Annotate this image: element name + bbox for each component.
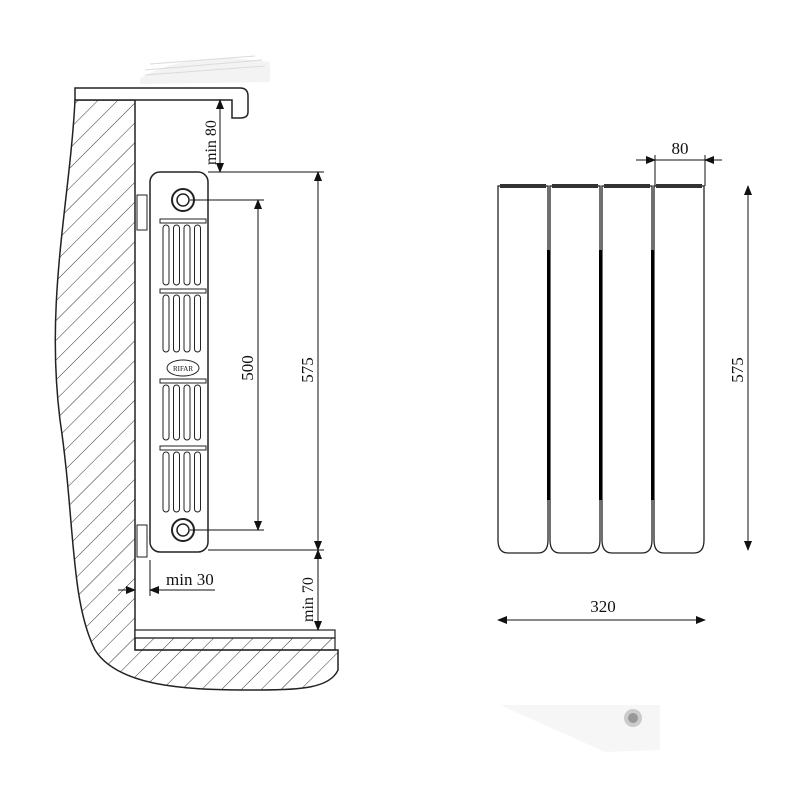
fin-slot (162, 224, 170, 286)
radiator-fins (159, 218, 207, 513)
fin-slot (173, 224, 180, 286)
wall-section (54, 99, 339, 691)
fin-bar (159, 288, 207, 294)
radiator-section (497, 184, 549, 554)
dim-label-575-side: 575 (298, 357, 317, 383)
fin-bar (159, 218, 207, 224)
dim-label-min30: min 30 (166, 570, 214, 589)
dim-label-575-front: 575 (728, 357, 747, 383)
bracket-bottom (136, 524, 148, 558)
dim-label-min80: min 80 (203, 120, 220, 165)
fin-slot (173, 294, 180, 353)
window-sill (74, 87, 249, 119)
fin-slot (183, 384, 191, 441)
window-grille (140, 55, 270, 84)
fin-bar (159, 378, 207, 384)
fin-slot (173, 384, 180, 441)
radiator-section (599, 184, 653, 554)
fin-slot (194, 294, 201, 353)
fin-slot (173, 451, 180, 513)
fin-slot (183, 451, 191, 513)
fin-slot (162, 294, 170, 353)
fin-slot (194, 224, 201, 286)
radiator-front-view (497, 184, 705, 554)
fin-bar (159, 445, 207, 451)
fin-slot (162, 451, 170, 513)
fin-slot (194, 384, 201, 441)
brand-logo: RIFAR (173, 365, 193, 373)
dim-label-320: 320 (590, 597, 616, 616)
dim-label-80: 80 (672, 139, 689, 158)
fin-slot (194, 451, 201, 513)
fin-slot (183, 224, 191, 286)
radiator-section (547, 184, 601, 554)
fin-slot (183, 294, 191, 353)
radiator-section (651, 184, 705, 554)
radiator-photo-fragment (500, 705, 660, 752)
floor (134, 629, 336, 651)
fin-slot (162, 384, 170, 441)
dim-label-500: 500 (238, 355, 257, 381)
radiator-side-view: RIFAR (149, 171, 209, 553)
dim-label-min70: min 70 (300, 577, 317, 622)
bracket-top (136, 194, 148, 231)
